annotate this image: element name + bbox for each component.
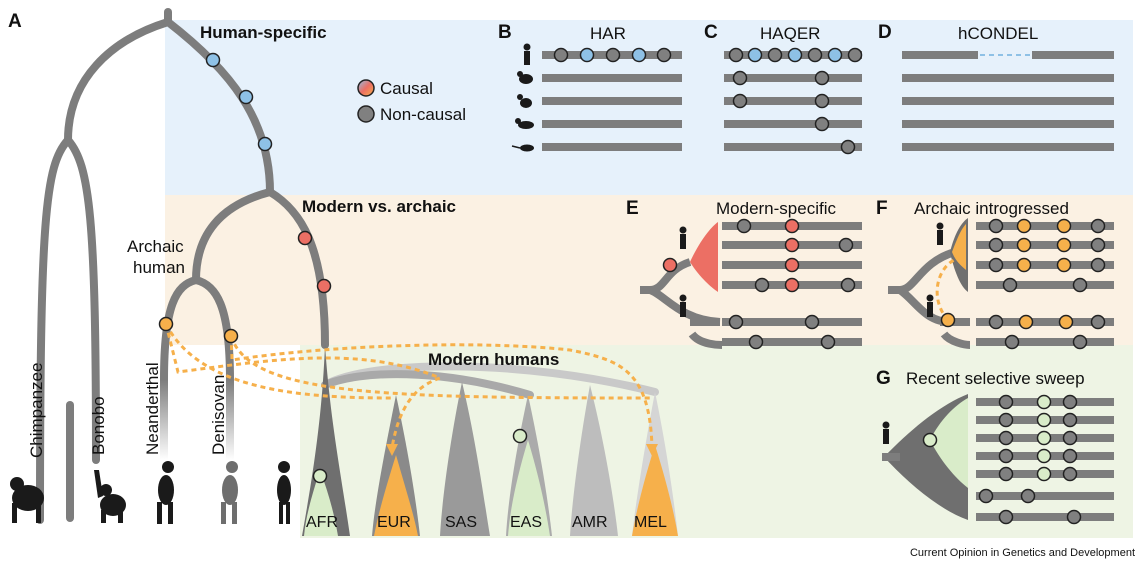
- haqer-variants: [728, 47, 863, 155]
- tree-variant-red-1: [297, 230, 313, 246]
- modern-specific-tree: [640, 258, 723, 349]
- panel-label-a: A: [8, 11, 22, 32]
- archaic-introgressed-human-icons: [926, 222, 944, 317]
- heading-modern-vs-archaic: Modern vs. archaic: [302, 197, 456, 216]
- species-label-chimpanzee: Chimpanzee: [27, 363, 46, 458]
- legend-causal-swatch: [357, 79, 375, 97]
- heading-modern-humans: Modern humans: [428, 350, 559, 369]
- tree-variant-red-2: [316, 278, 332, 294]
- tree-variant-orange-denisovan: [223, 328, 239, 344]
- title-selective-sweep: Recent selective sweep: [906, 369, 1085, 388]
- mel-orange-base: [632, 445, 678, 536]
- modern-humans-fan: [321, 362, 659, 399]
- population-label-afr: AFR: [306, 514, 338, 531]
- archaic-introgressed-variants: [988, 218, 1106, 350]
- species-label-neanderthal: Neanderthal: [143, 362, 162, 455]
- denisovan-lineage-fade: [226, 380, 234, 460]
- tree-variant-orange-neanderthal: [158, 316, 174, 332]
- tree-variant-blue-3: [257, 136, 273, 152]
- heading-human-specific: Human-specific: [200, 23, 327, 42]
- title-har: HAR: [590, 24, 626, 43]
- population-label-amr: AMR: [572, 514, 608, 531]
- introgression-arrows: [164, 323, 654, 449]
- human-specific-band: [165, 20, 1133, 195]
- modern-specific-human-icons: [679, 226, 687, 317]
- modern-human-silhouette: [277, 461, 291, 524]
- modern-specific-branch-variant: [662, 257, 678, 273]
- heading-archaic-human-line2: human: [133, 258, 185, 277]
- tree-variant-blue-2: [238, 89, 254, 105]
- sweep-branch-variant: [922, 432, 938, 448]
- modern-specific-variants: [728, 218, 856, 350]
- tree-variant-green-afr: [312, 468, 328, 484]
- population-label-eas: EAS: [510, 514, 542, 531]
- sas-cone: [440, 382, 490, 536]
- modern-specific-red-wedge: [690, 222, 718, 292]
- afr-cone: [302, 345, 350, 536]
- legend-non-causal-swatch: [357, 105, 375, 123]
- arrowhead-eur: [386, 444, 398, 456]
- neanderthal-silhouette: [157, 461, 174, 524]
- har-species-icons: [511, 43, 534, 152]
- legend-non-causal-label: Non-causal: [380, 105, 466, 124]
- panel-label-f: F: [876, 198, 888, 219]
- archaic-introgression-arrow: [935, 258, 955, 322]
- population-label-eur: EUR: [377, 514, 411, 531]
- sweep-human-icon: [882, 421, 890, 444]
- hcondel-genome-lines: [902, 51, 1114, 151]
- arrowhead-mel: [646, 444, 658, 456]
- panel-label-c: C: [704, 22, 718, 43]
- chimpanzee-silhouette: [10, 477, 44, 523]
- panel-label-d: D: [878, 22, 892, 43]
- sweep-green-cone: [930, 398, 968, 488]
- tree-variant-green-eas: [512, 428, 528, 444]
- bonobo-silhouette: [94, 470, 126, 523]
- neanderthal-lineage-fade: [160, 380, 168, 460]
- population-label-sas: SAS: [445, 514, 477, 531]
- denisovan-silhouette: [221, 461, 238, 524]
- title-haqer: HAQER: [760, 24, 820, 43]
- title-archaic-introgressed: Archaic introgressed: [914, 199, 1069, 218]
- afr-green-base: [304, 470, 338, 536]
- panel-label-e: E: [626, 198, 639, 219]
- eur-orange-base: [374, 455, 418, 536]
- legend-causal-label: Causal: [380, 79, 433, 98]
- panel-label-b: B: [498, 22, 512, 43]
- eas-green-base: [508, 440, 550, 536]
- sweep-variants: [978, 394, 1082, 525]
- heading-archaic-human-line1: Archaic: [127, 237, 184, 256]
- tree-variant-blue-1: [205, 52, 221, 68]
- har-variants: [553, 47, 672, 63]
- amr-cone: [570, 385, 618, 536]
- panel-label-g: G: [876, 368, 891, 389]
- journal-credit: Current Opinion in Genetics and Developm…: [910, 547, 1135, 559]
- population-label-mel: MEL: [634, 514, 667, 531]
- species-label-denisovan: Denisovan: [209, 375, 228, 455]
- title-modern-specific: Modern-specific: [716, 199, 836, 218]
- archaic-orange-wedge: [952, 224, 966, 270]
- archaic-branch-variant: [940, 312, 956, 328]
- title-hcondel: hCONDEL: [958, 24, 1038, 43]
- species-label-bonobo: Bonobo: [89, 396, 108, 455]
